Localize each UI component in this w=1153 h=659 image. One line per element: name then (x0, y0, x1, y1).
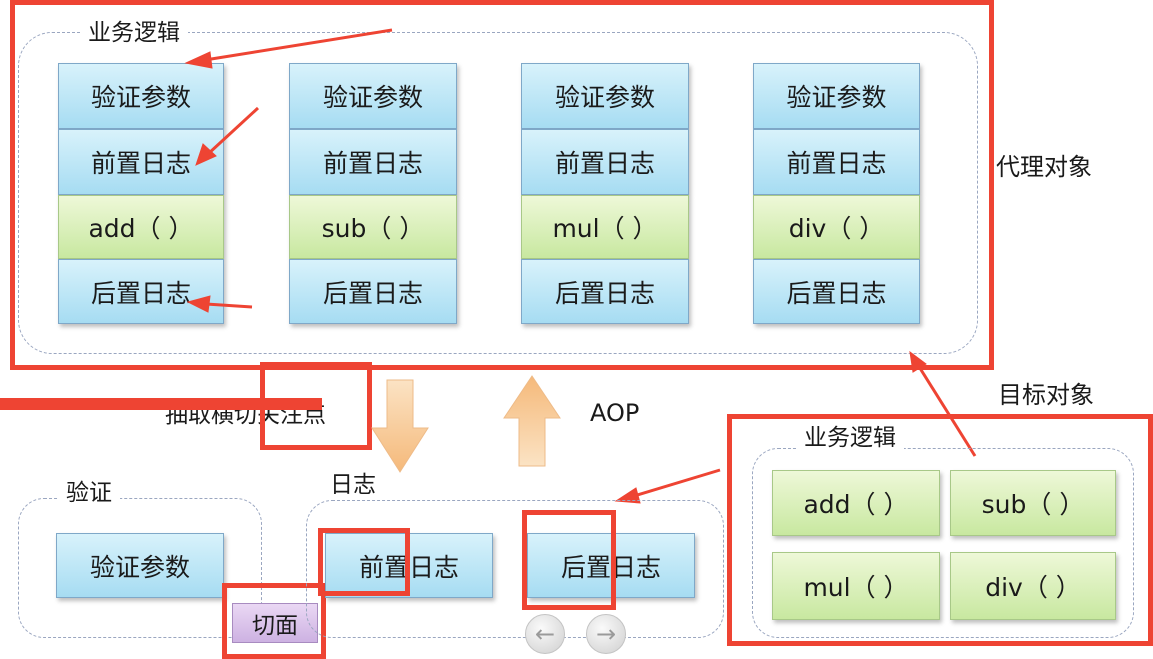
proxy-object-label: 代理对象 (996, 153, 1092, 181)
col1-before-log-cell: 前置日志 (58, 129, 224, 195)
target-mul-cell: mul（ ） (772, 552, 940, 620)
target-object-label: 目标对象 (998, 381, 1094, 409)
col4-method-cell: div（ ） (753, 195, 920, 259)
aop-label: AOP (590, 399, 640, 427)
next-slide-button[interactable]: → (586, 614, 626, 654)
validation-group-label: 验证 (58, 478, 120, 508)
target-red-highlight (727, 414, 1153, 646)
down-arrow (371, 379, 429, 473)
proxy-red-highlight (10, 0, 994, 370)
col3-method-cell: mul（ ） (521, 195, 689, 259)
col3-before-log-cell: 前置日志 (521, 129, 689, 195)
validation-item-cell: 验证参数 (56, 533, 224, 598)
proxy-business-logic-group (18, 32, 978, 354)
col3-validate-cell: 验证参数 (521, 63, 689, 129)
target-business-logic-group (752, 448, 1134, 638)
up-arrow (503, 375, 561, 467)
col4-before-log-cell: 前置日志 (753, 129, 920, 195)
validation-group (18, 498, 262, 638)
strike-bar (0, 398, 322, 410)
col3-after-log-cell: 后置日志 (521, 259, 689, 324)
logging-group (306, 500, 724, 638)
target-add-cell: add（ ） (772, 470, 940, 536)
col4-validate-cell: 验证参数 (753, 63, 920, 129)
col1-method-cell: add（ ） (58, 195, 224, 259)
aspect-tag: 切面 (232, 603, 318, 643)
after-log-red-box (522, 510, 616, 610)
col1-validate-cell: 验证参数 (58, 63, 224, 129)
arrow-left-icon: ← (534, 620, 556, 648)
proxy-group-label: 业务逻辑 (80, 18, 188, 48)
aspect-tag-text: 切面 (252, 613, 298, 639)
col2-validate-cell: 验证参数 (289, 63, 457, 129)
col4-after-log-cell: 后置日志 (753, 259, 920, 324)
logging-group-label: 日志 (322, 470, 384, 500)
col1-after-log-cell: 后置日志 (58, 259, 224, 324)
target-group-label: 业务逻辑 (796, 423, 904, 453)
col2-before-log-cell: 前置日志 (289, 129, 457, 195)
focus-red-box (260, 362, 372, 450)
col2-after-log-cell: 后置日志 (289, 259, 457, 324)
arrow-right-icon: → (595, 620, 617, 648)
prev-slide-button[interactable]: ← (525, 614, 565, 654)
col2-method-cell: sub（ ） (289, 195, 457, 259)
before-log-red-box (318, 528, 410, 596)
target-sub-cell: sub（ ） (950, 470, 1116, 536)
target-div-cell: div（ ） (950, 552, 1116, 620)
